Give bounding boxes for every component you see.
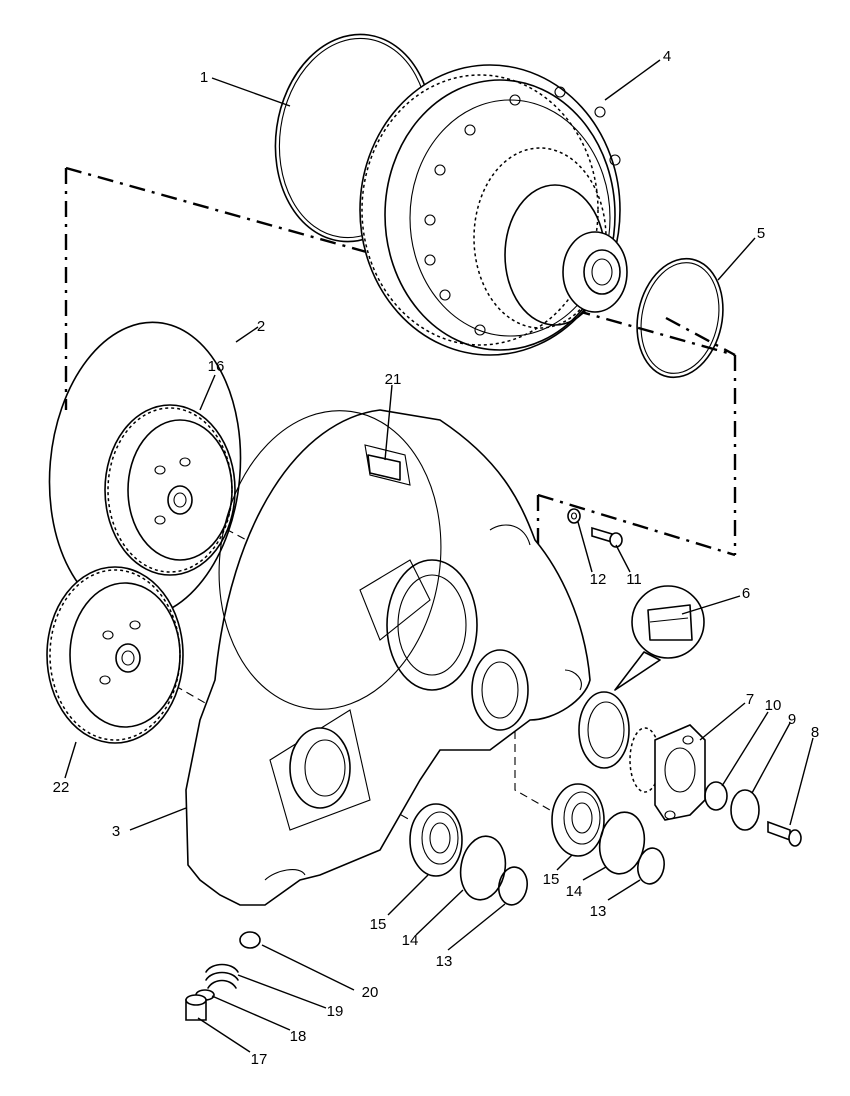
callout-16: 16 (208, 358, 225, 375)
callout-11: 11 (626, 571, 642, 588)
callout-labels: 1 2 3 4 5 6 7 8 9 10 11 12 13 13 14 14 1… (53, 48, 820, 1068)
callout-13-right: 13 (590, 903, 607, 920)
callout-19: 19 (327, 1003, 344, 1020)
callout-12: 12 (590, 571, 607, 588)
seal-upper (578, 691, 630, 769)
detail-view (614, 585, 705, 691)
ring-14-left (459, 835, 507, 901)
callout-9: 9 (788, 711, 796, 728)
clutch-housing-assembly (359, 64, 628, 356)
transmission-case (185, 409, 591, 906)
callout-15-right: 15 (543, 871, 560, 888)
callout-6: 6 (742, 585, 750, 602)
bolt-8 (767, 820, 802, 847)
o-ring-small (636, 257, 724, 379)
callout-21: 21 (385, 371, 402, 388)
callout-20: 20 (362, 984, 379, 1001)
ring-13-left (498, 866, 528, 906)
bracket (367, 454, 401, 481)
coupling-flange (629, 724, 706, 821)
callout-4: 4 (663, 48, 671, 65)
washer-12 (567, 508, 581, 524)
callout-17: 17 (251, 1051, 268, 1068)
bearing-15-left (409, 803, 463, 877)
bolt-11 (591, 526, 623, 548)
ring-14-right (598, 811, 646, 875)
plug-stack (185, 931, 261, 1021)
callout-10: 10 (765, 697, 782, 714)
callout-14-left: 14 (402, 932, 419, 949)
leader-lines (64, 59, 814, 1053)
idler-gear-lower (46, 566, 184, 744)
washer-9 (730, 789, 760, 831)
callout-14-right: 14 (566, 883, 583, 900)
callout-22: 22 (53, 779, 70, 796)
callout-1: 1 (200, 69, 208, 86)
callout-18: 18 (290, 1028, 307, 1045)
callout-2: 2 (257, 318, 265, 335)
callout-15-left: 15 (370, 916, 387, 933)
callout-13-left: 13 (436, 953, 453, 970)
callout-5: 5 (757, 225, 765, 242)
ring-13-right (637, 847, 665, 885)
callout-7: 7 (746, 691, 754, 708)
bearing-15-right (551, 783, 605, 857)
callout-3: 3 (112, 823, 120, 840)
o-ring-10 (704, 781, 728, 811)
callout-8: 8 (811, 724, 819, 741)
idler-gear-upper (104, 404, 236, 576)
